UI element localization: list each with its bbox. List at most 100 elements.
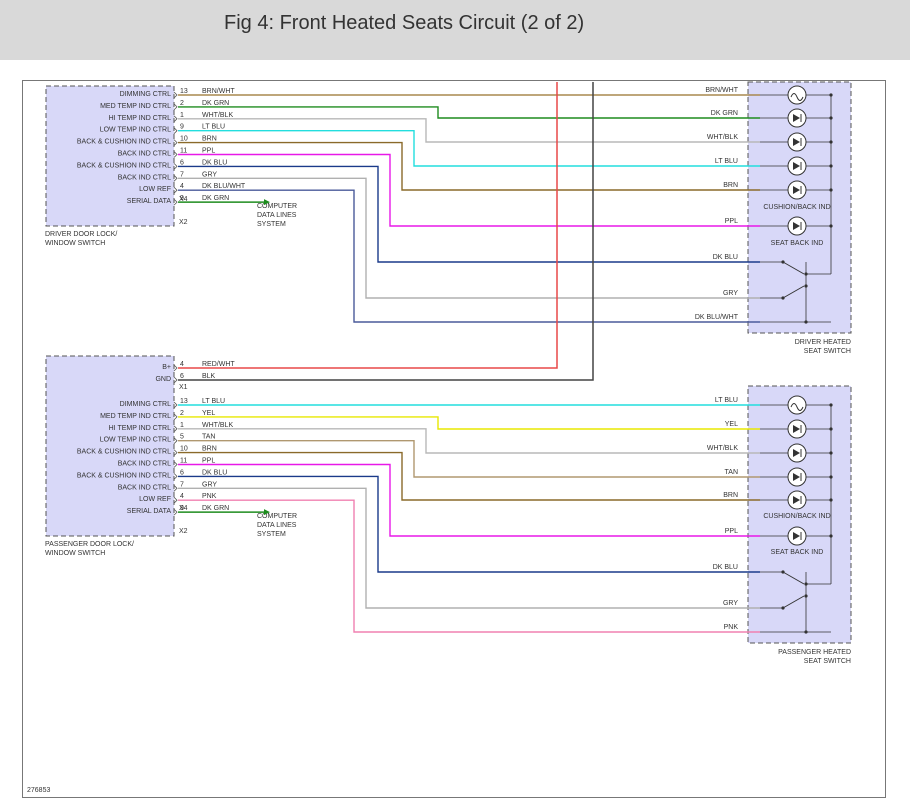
passenger-wire-label: PNK — [202, 493, 217, 500]
passenger-wire-6 — [178, 475, 760, 573]
passenger-lamp-filament-icon — [790, 403, 804, 411]
driver-wire-6 — [178, 165, 760, 263]
passenger-pin-label: BACK & CUSHION IND CTRL — [77, 449, 171, 456]
passenger-diode-triangle-icon — [793, 449, 800, 457]
b-plus-wire — [178, 82, 558, 369]
passenger-wire-4 — [178, 451, 760, 501]
driver-lamp-filament-icon — [790, 93, 804, 101]
driver-seat-wire-label: BRN/WHT — [705, 87, 738, 94]
passenger-computer-data-2: DATA LINES — [257, 522, 297, 529]
power-wire-label: RED/WHT — [202, 361, 235, 368]
passenger-seat-wire-label: LT BLU — [715, 397, 738, 404]
driver-wire-label: DK GRN — [202, 195, 229, 202]
power-wire-label: BLK — [202, 373, 216, 380]
passenger-pin-number: 4 — [180, 493, 184, 500]
passenger-connector-chevron — [173, 437, 178, 444]
figure-title: Fig 4: Front Heated Seats Circuit (2 of … — [224, 12, 585, 34]
passenger-seat-wire-label: WHT/BLK — [707, 445, 738, 452]
driver-dimming-lamp-icon — [787, 85, 807, 105]
passenger-switch-blade-icon — [782, 571, 805, 585]
passenger-connector-chevron — [173, 449, 178, 456]
driver-pin-label: HI TEMP IND CTRL — [109, 115, 171, 122]
power-pin-label: B+ — [162, 364, 171, 371]
driver-pin-label: BACK IND CTRL — [118, 151, 171, 158]
driver-cushion-back-ind-label: CUSHION/BACK IND — [763, 204, 830, 211]
driver-computer-data-2: DATA LINES — [257, 212, 297, 219]
passenger-connector-chevron — [173, 473, 178, 480]
driver-wire-label: LT BLU — [202, 124, 225, 131]
driver-connector-chevron — [173, 139, 178, 146]
driver-connector-chevron — [173, 115, 178, 123]
driver-seat-wire-label: GRY — [723, 290, 738, 297]
passenger-door-switch-box — [45, 355, 175, 537]
passenger-wire-label: DK GRN — [202, 505, 229, 512]
driver-seat-switch-name-1: DRIVER HEATED — [795, 339, 851, 346]
figure-header: Fig 4: Front Heated Seats Circuit (2 of … — [0, 0, 910, 60]
passenger-door-switch-name-1: PASSENGER DOOR LOCK/ — [45, 541, 134, 548]
passenger-seat-switch-name-1: PASSENGER HEATED — [778, 649, 851, 656]
driver-connector-chevron — [173, 198, 178, 206]
driver-wire-label: WHT/BLK — [202, 112, 233, 119]
driver-door-switch-name-1: DRIVER DOOR LOCK/ — [45, 231, 117, 238]
driver-pin-number: 13 — [180, 88, 188, 95]
driver-pin-label: LOW TEMP IND CTRL — [100, 127, 171, 134]
driver-wire-label: GRY — [202, 171, 217, 178]
passenger-wire-7 — [178, 487, 760, 609]
driver-switch-blade-icon — [782, 261, 805, 275]
passenger-seat-wire-label: DK BLU — [713, 564, 738, 571]
passenger-connector-chevron — [173, 413, 178, 421]
passenger-pin-label: MED TEMP IND CTRL — [100, 413, 171, 420]
passenger-pin-number: 10 — [180, 446, 188, 453]
driver-seat-wire-label: WHT/BLK — [707, 134, 738, 141]
passenger-switch-blade-icon — [782, 595, 805, 609]
passenger-wire-5 — [178, 463, 760, 537]
passenger-connector-chevron — [173, 485, 178, 492]
driver-switch-contact — [781, 260, 785, 264]
passenger-pin-number: 13 — [180, 398, 188, 405]
driver-wire-label: PPL — [202, 148, 215, 155]
ground-wire — [178, 82, 594, 381]
driver-seat-wire-label: BRN — [723, 182, 738, 189]
driver-connector-chevron — [173, 127, 178, 134]
passenger-connector-x2: X2 — [179, 528, 188, 535]
passenger-pin-number: 6 — [180, 469, 184, 476]
driver-pin-label: DIMMING CTRL — [120, 91, 171, 98]
driver-wire-1 — [178, 106, 760, 119]
passenger-wire-2 — [178, 428, 760, 454]
passenger-connector-x4: X4 — [179, 505, 188, 512]
driver-wire-4 — [178, 141, 760, 191]
driver-connector-chevron — [173, 91, 178, 99]
driver-switch-blade-icon — [782, 285, 805, 299]
driver-wire-3 — [178, 130, 760, 167]
passenger-pin-label: BACK IND CTRL — [118, 484, 171, 491]
passenger-seat-wire-label: YEL — [725, 421, 738, 428]
driver-diode-triangle-icon — [793, 162, 800, 170]
driver-connector-x2: X2 — [179, 219, 188, 226]
passenger-connector-chevron — [173, 401, 178, 409]
driver-junction-dot — [804, 320, 808, 324]
passenger-seat-wire-label: PNK — [724, 624, 739, 631]
driver-serial-data-arrow — [264, 199, 270, 206]
passenger-wire-label: DK BLU — [202, 469, 227, 476]
passenger-wire-label: LT BLU — [202, 398, 225, 405]
passenger-cushion-back-ind-label: CUSHION/BACK IND — [763, 513, 830, 520]
passenger-connector-chevron — [173, 461, 178, 468]
passenger-switch-contact — [781, 606, 785, 610]
driver-pin-label: MED TEMP IND CTRL — [100, 103, 171, 110]
driver-connector-chevron — [173, 175, 178, 182]
driver-diode-triangle-icon — [793, 114, 800, 122]
passenger-pin-label: BACK IND CTRL — [118, 461, 171, 468]
passenger-wire-8 — [178, 499, 760, 633]
passenger-switch-contact — [781, 570, 785, 574]
passenger-wire-label: TAN — [202, 434, 215, 441]
passenger-wire-label: WHT/BLK — [202, 422, 233, 429]
passenger-pin-number: 7 — [180, 481, 184, 488]
driver-switch-contact — [781, 296, 785, 300]
driver-pin-number: 2 — [180, 100, 184, 107]
driver-pin-label: BACK & CUSHION IND CTRL — [77, 162, 171, 169]
power-pin-number: 4 — [180, 361, 184, 368]
passenger-connector-chevron — [173, 508, 178, 516]
driver-pin-number: 6 — [180, 159, 184, 166]
driver-connector-chevron — [173, 151, 178, 158]
